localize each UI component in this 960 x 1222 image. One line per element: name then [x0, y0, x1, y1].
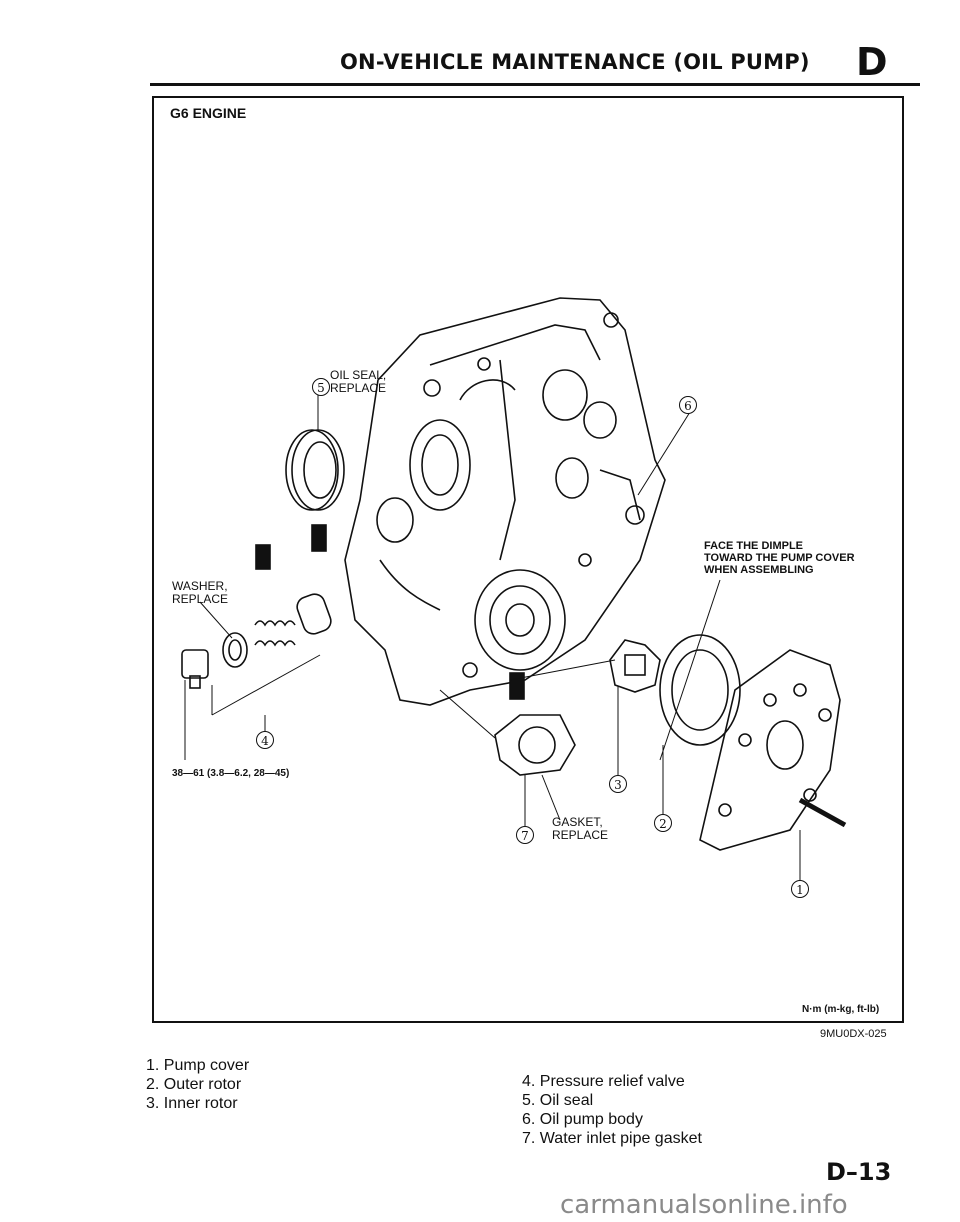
oil-seal-callout: OIL SEAL, REPLACE [330, 368, 387, 395]
callout-number-7: 7 [516, 826, 534, 844]
water-inlet-pipe-gasket [494, 714, 576, 776]
gasket-callout: GASKET, REPLACE [552, 815, 609, 842]
legend-item: 6. Oil pump body [522, 1111, 643, 1128]
dimple-callout: FACE THE DIMPLE TOWARD THE PUMP COVER WH… [704, 540, 855, 576]
figure-code: 9MU0DX-025 [820, 1028, 887, 1040]
legend-item: 7. Water inlet pipe gasket [522, 1130, 702, 1147]
oil-pump-body [344, 297, 666, 706]
figure-frame [152, 96, 904, 1023]
torque-spec: 38—61 (3.8—6.2, 28—45) [172, 768, 290, 779]
torque-units: N·m (m-kg, ft-lb) [802, 1004, 880, 1015]
header-rule [150, 83, 920, 86]
callout-number-2: 2 [654, 814, 672, 832]
section-letter: D [856, 40, 888, 84]
callout-number-3: 3 [609, 775, 627, 793]
oil-seal [285, 429, 345, 511]
callout-number-5: 5 [312, 378, 330, 396]
legend-item: 4. Pressure relief valve [522, 1073, 685, 1090]
callout-number-4: 4 [256, 731, 274, 749]
callout-number-1: 1 [791, 880, 809, 898]
washer-callout: WASHER, REPLACE [172, 579, 229, 606]
inner-rotor [609, 639, 661, 693]
page-number: D–13 [826, 1158, 892, 1186]
outer-rotor [659, 634, 741, 746]
callout-number-6: 6 [679, 396, 697, 414]
legend-item: 3. Inner rotor [146, 1095, 238, 1112]
legend-item: 1. Pump cover [146, 1057, 250, 1074]
legend-item: 5. Oil seal [522, 1092, 594, 1109]
pump-cover [699, 649, 841, 851]
page-header-title: ON-VEHICLE MAINTENANCE (OIL PUMP) [340, 50, 810, 74]
watermark: carmanualsonline.info [560, 1190, 848, 1220]
engine-label: G6 ENGINE [170, 105, 247, 121]
legend-right: 4. Pressure relief valve 5. Oil seal 6. … [522, 1072, 702, 1148]
legend-item: 2. Outer rotor [146, 1076, 242, 1093]
pressure-relief-valve [181, 593, 332, 689]
legend-left: 1. Pump cover 2. Outer rotor 3. Inner ro… [146, 1056, 249, 1113]
